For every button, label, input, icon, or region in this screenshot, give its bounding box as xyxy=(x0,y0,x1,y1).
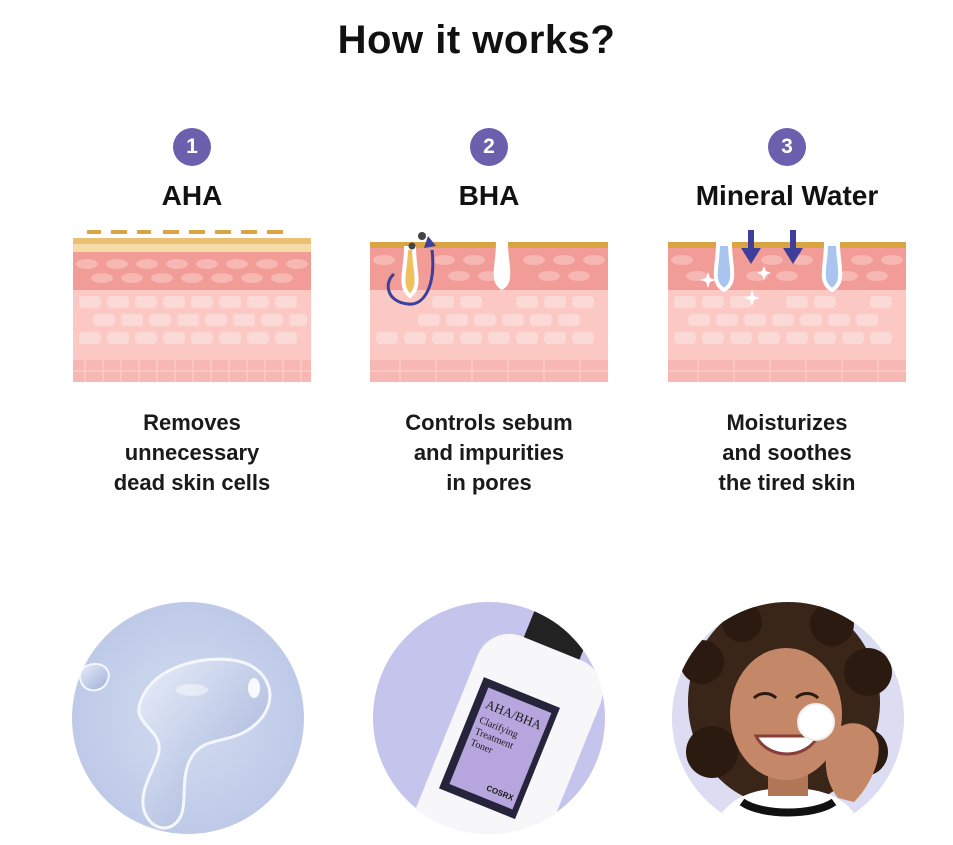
step-number-badge: 2 xyxy=(470,128,508,166)
step-description: Moisturizes and soothes the tired skin xyxy=(657,408,917,498)
gel-texture-photo xyxy=(72,602,304,834)
bha-skin-illustration xyxy=(370,232,608,382)
aha-skin-illustration xyxy=(73,230,311,382)
step-description: Removes unnecessary dead skin cells xyxy=(62,408,322,498)
description-line: the tired skin xyxy=(718,470,856,495)
step-description: Controls sebum and impurities in pores xyxy=(359,408,619,498)
description-line: dead skin cells xyxy=(113,470,271,495)
description-line: Controls sebum xyxy=(405,410,573,435)
page-title: How it works? xyxy=(337,18,616,62)
mineral-water-skin-illustration xyxy=(668,230,906,382)
step-bha: 2 BHA xyxy=(359,128,619,498)
description-line: and soothes xyxy=(722,440,852,465)
description-line: Removes xyxy=(143,410,241,435)
description-line: unnecessary xyxy=(124,440,260,465)
step-number-badge: 3 xyxy=(768,128,806,166)
step-aha: 1 AHA xyxy=(62,128,322,498)
smiling-woman-photo xyxy=(672,602,904,834)
description-line: Moisturizes xyxy=(726,410,848,435)
description-line: in pores xyxy=(446,470,532,495)
toner-bottle-photo: AHA/BHA Clarifying Treatment Toner COSRX xyxy=(373,602,605,834)
step-title: BHA xyxy=(458,180,520,211)
description-line: and impurities xyxy=(413,440,565,465)
step-mineral-water: 3 Mineral Water xyxy=(657,128,917,498)
step-number-badge: 1 xyxy=(173,128,211,166)
step-title: AHA xyxy=(161,180,223,211)
step-title: Mineral Water xyxy=(695,180,879,211)
